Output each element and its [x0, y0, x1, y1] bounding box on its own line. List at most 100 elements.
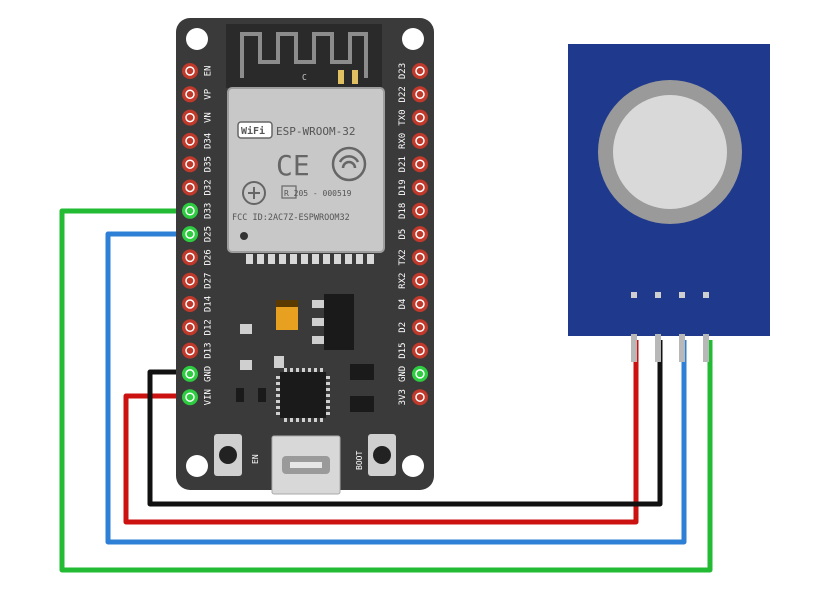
module-pad	[279, 254, 286, 264]
chip-pin	[320, 418, 323, 422]
sensor-pin-2[interactable]	[655, 334, 661, 362]
pin-hole	[415, 89, 425, 100]
wifi-logo: WiFi	[241, 125, 265, 137]
sensor-pad-1	[631, 292, 637, 298]
right-pin-label: RX0	[398, 133, 408, 149]
pin-hole	[415, 136, 425, 146]
antenna-pad	[352, 70, 358, 84]
right-pin-d18[interactable]	[412, 202, 428, 219]
right-pin-rx2[interactable]	[412, 272, 428, 289]
left-pin-gnd[interactable]	[182, 365, 198, 382]
right-pin-label: D21	[398, 156, 408, 172]
chip-pin	[276, 382, 280, 385]
pin1-dot	[240, 232, 248, 240]
left-pin-d35[interactable]	[182, 156, 198, 173]
pin-hole	[185, 299, 195, 309]
chip-pin	[276, 388, 280, 391]
right-pin-label: TX0	[398, 109, 408, 125]
antenna-mark: C	[302, 73, 307, 82]
en-button-cap[interactable]	[219, 446, 237, 464]
regulator-leg	[312, 318, 324, 326]
tantalum-capacitor	[276, 300, 298, 330]
smd-part	[240, 324, 252, 334]
pin-hole	[185, 89, 195, 100]
pin-hole	[415, 252, 425, 263]
chip-pin	[284, 368, 287, 372]
wire-black	[147, 340, 663, 507]
left-pin-label: VN	[204, 112, 214, 123]
left-pin-vn[interactable]	[182, 109, 198, 126]
left-pin-vp[interactable]	[182, 86, 198, 103]
left-pin-d14[interactable]	[182, 296, 198, 312]
wifi-signal-icon	[331, 146, 367, 182]
usb-port-tongue	[290, 462, 322, 468]
left-pin-label: D14	[204, 296, 214, 312]
right-pin-d23[interactable]	[412, 63, 428, 79]
right-pin-d5[interactable]	[412, 226, 428, 243]
left-pin-vin[interactable]	[182, 389, 198, 406]
wire-green	[59, 208, 713, 573]
regulator-leg	[312, 336, 324, 344]
pin-hole	[185, 392, 195, 402]
sensor-pin-4[interactable]	[703, 334, 709, 362]
left-pin-label: D13	[204, 342, 214, 358]
mount-hole	[186, 455, 208, 477]
antenna-trace	[240, 32, 368, 78]
chip-pin	[314, 368, 317, 372]
left-pin-d34[interactable]	[182, 132, 198, 149]
left-pin-en[interactable]	[182, 63, 198, 79]
mount-hole	[402, 28, 424, 50]
right-pin-d21[interactable]	[412, 156, 428, 173]
left-pin-label: VIN	[204, 389, 214, 405]
chip-pin	[326, 376, 330, 379]
right-pin-rx0[interactable]	[412, 132, 428, 149]
chip-pin	[276, 394, 280, 397]
left-pin-label: D34	[204, 133, 214, 149]
pin-hole	[185, 159, 195, 169]
left-pin-d32[interactable]	[182, 179, 198, 196]
pin-hole	[415, 112, 425, 123]
touch-pad-inner[interactable]	[613, 95, 727, 209]
left-pin-d33[interactable]	[182, 202, 198, 219]
right-pin-label: RX2	[398, 273, 408, 289]
right-pin-gnd[interactable]	[412, 365, 428, 382]
usb-uart-chip	[280, 372, 326, 418]
boot-button-cap[interactable]	[373, 446, 391, 464]
voltage-regulator	[324, 294, 354, 350]
right-pin-d19[interactable]	[412, 179, 428, 196]
pin-hole	[185, 206, 195, 216]
right-pin-tx0[interactable]	[412, 109, 428, 126]
right-pin-d4[interactable]	[412, 296, 428, 312]
pin-hole	[415, 159, 425, 169]
right-pin-tx2[interactable]	[412, 249, 428, 266]
left-pin-d27[interactable]	[182, 272, 198, 289]
chip-pin	[314, 418, 317, 422]
sensor-pin-1[interactable]	[631, 334, 637, 362]
sensor-pad-2	[655, 292, 661, 298]
en-button-label: EN	[251, 454, 260, 464]
sensor-pin-3[interactable]	[679, 334, 685, 362]
chip-pin	[308, 418, 311, 422]
right-pin-3v3[interactable]	[412, 389, 428, 406]
right-pin-d15[interactable]	[412, 342, 428, 359]
right-pin-d2[interactable]	[412, 319, 428, 336]
chip-pin	[308, 368, 311, 372]
left-pin-d26[interactable]	[182, 249, 198, 266]
mount-hole	[402, 455, 424, 477]
left-pin-d25[interactable]	[182, 226, 198, 243]
module-pad	[367, 254, 374, 264]
chip-pin	[296, 418, 299, 422]
wires	[59, 208, 713, 573]
right-pin-d22[interactable]	[412, 86, 428, 103]
pin-hole	[415, 229, 425, 239]
chip-pin	[302, 368, 305, 372]
left-pin-d12[interactable]	[182, 319, 198, 336]
chip-pin	[290, 418, 293, 422]
r-code: R 205 - 000519	[284, 189, 352, 198]
pin-hole	[185, 345, 195, 356]
usb-uart-chip-pins	[276, 368, 330, 422]
module-pad	[345, 254, 352, 264]
left-pin-d13[interactable]	[182, 342, 198, 359]
left-pin-header: ENVPVND34D35D32D33D25D26D27D14D12D13GNDV…	[182, 63, 214, 405]
chip-pin	[296, 368, 299, 372]
